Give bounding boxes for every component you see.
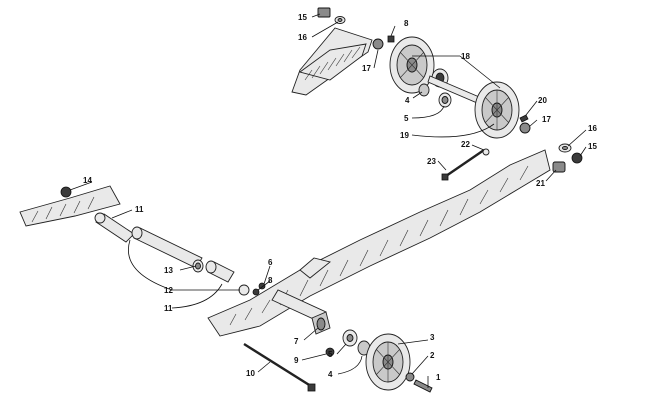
rail-bolt-23 bbox=[441, 149, 485, 181]
spacer-12 bbox=[238, 284, 250, 296]
callout-labels: 15 16 8 18 17 4 5 20 17 19 16 15 22 23 2… bbox=[83, 13, 597, 382]
lower-bolt-1 bbox=[413, 379, 433, 393]
upper-idler-wheel-front bbox=[389, 36, 435, 94]
lower-washer-2 bbox=[405, 372, 415, 382]
callout-8-bottom: 8 bbox=[268, 276, 273, 285]
cross-shaft-tube-11b bbox=[205, 260, 235, 283]
callout-22: 22 bbox=[461, 140, 470, 149]
rail-washer-22 bbox=[482, 148, 490, 156]
callout-15-top: 15 bbox=[298, 13, 307, 22]
lower-bolt-6 bbox=[258, 282, 266, 290]
rail-end-cap-21 bbox=[552, 161, 566, 173]
callout-5-top: 5 bbox=[404, 114, 409, 123]
callout-15-right: 15 bbox=[588, 142, 597, 151]
main-slide-rail bbox=[207, 149, 551, 337]
callout-14: 14 bbox=[83, 176, 92, 185]
upper-bolt-8 bbox=[387, 35, 395, 43]
upper-idler-wheel-rear bbox=[474, 81, 520, 139]
callout-11-bottom: 11 bbox=[164, 304, 173, 313]
upper-bolt-15-left bbox=[317, 7, 331, 18]
cross-shaft-long bbox=[131, 226, 203, 269]
callout-20: 20 bbox=[538, 96, 547, 105]
upper-spacer-5 bbox=[438, 92, 452, 108]
callout-23: 23 bbox=[427, 157, 436, 166]
upper-bolt-20 bbox=[519, 114, 529, 123]
lower-bushing-7 bbox=[311, 311, 331, 335]
callout-12: 12 bbox=[164, 286, 173, 295]
callout-8-top: 8 bbox=[404, 19, 409, 28]
callout-9: 9 bbox=[294, 356, 299, 365]
leader-lines bbox=[69, 13, 587, 388]
left-nut-14 bbox=[60, 186, 72, 198]
upper-rail-bracket bbox=[291, 27, 373, 96]
long-bolt-10 bbox=[243, 342, 316, 392]
callout-2: 2 bbox=[430, 351, 435, 360]
upper-nut-17-right bbox=[519, 122, 531, 134]
callout-16-top: 16 bbox=[298, 33, 307, 42]
lower-washer-9 bbox=[325, 347, 335, 357]
upper-bearing-4 bbox=[418, 83, 430, 97]
callout-13: 13 bbox=[164, 266, 173, 275]
callout-21: 21 bbox=[536, 179, 545, 188]
callout-5-bottom: 5 bbox=[328, 350, 333, 359]
upper-washer-16-left bbox=[334, 16, 346, 24]
lower-idler-wheel-3 bbox=[365, 333, 411, 391]
callout-3: 3 bbox=[430, 333, 435, 342]
left-slide-rail bbox=[19, 185, 121, 227]
callout-4-bottom: 4 bbox=[328, 370, 333, 379]
lower-bolt-8 bbox=[252, 288, 260, 296]
rail-bolt-15-right bbox=[571, 152, 583, 164]
lower-spacer-5 bbox=[342, 329, 358, 347]
callout-10: 10 bbox=[246, 369, 255, 378]
callout-1: 1 bbox=[436, 373, 441, 382]
spacer-13 bbox=[192, 259, 204, 273]
callout-18: 18 bbox=[461, 52, 470, 61]
upper-nut-17-left bbox=[372, 38, 384, 50]
callout-4-top: 4 bbox=[405, 96, 410, 105]
callout-11-top: 11 bbox=[135, 205, 144, 214]
callout-16-right: 16 bbox=[588, 124, 597, 133]
callout-7: 7 bbox=[294, 337, 299, 346]
callout-19: 19 bbox=[400, 131, 409, 140]
callout-6: 6 bbox=[268, 258, 273, 267]
callout-17-top: 17 bbox=[362, 64, 371, 73]
callout-17-right: 17 bbox=[542, 115, 551, 124]
